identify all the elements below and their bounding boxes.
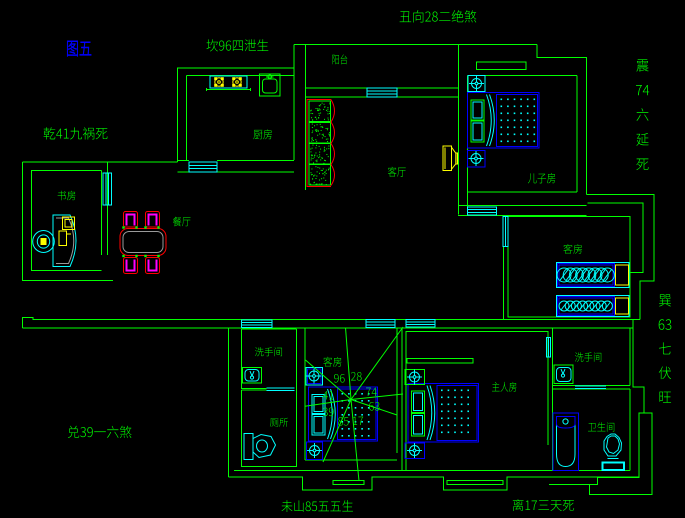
master-bed (407, 383, 479, 443)
door-threshold-bath (575, 385, 606, 389)
master-bed-lamp-top (404, 369, 425, 385)
fengshui-east-upper (636, 59, 650, 171)
figure-number (66, 40, 92, 57)
walls-east-channel (586, 194, 655, 320)
room-sons (527, 172, 556, 184)
guest-bed-lamp-bottom (306, 441, 323, 460)
fengshui-southeast (512, 499, 575, 511)
study-chair (32, 230, 55, 253)
window-corridor-a (241, 319, 273, 328)
room-bathroom (588, 422, 615, 432)
fengshui-west (43, 127, 108, 140)
room-master (492, 381, 517, 392)
walls-corridor (22, 317, 640, 329)
door-threshold-toilet (266, 387, 295, 391)
room-kitchen (253, 129, 272, 140)
compass-num-96 (334, 373, 345, 383)
room-living (387, 166, 406, 177)
sons-bed-lamp-bottom (467, 150, 486, 168)
bathtub (552, 412, 579, 471)
compass-num-28 (350, 371, 362, 381)
room-guest-center (323, 356, 342, 367)
room-study (57, 190, 76, 201)
window-kitchen-door (188, 161, 218, 173)
dining-set (119, 211, 167, 274)
room-washroom-left (254, 347, 283, 357)
porch-steps (332, 480, 504, 485)
sons-bed-lamp-top (467, 75, 486, 92)
tv (442, 145, 458, 172)
compass-num-74 (366, 387, 377, 396)
window-sons-room (467, 206, 497, 216)
window-corridor-b (365, 319, 396, 328)
bunk-bed-1 (556, 262, 630, 288)
room-guest-east (563, 244, 583, 254)
fengshui-northeast (399, 10, 477, 23)
room-balcony (332, 54, 348, 65)
washbasin-left (242, 367, 262, 384)
window-guest-east (502, 216, 509, 247)
plant-row (306, 99, 335, 187)
sons-bed (467, 92, 540, 149)
fengshui-north (206, 39, 269, 52)
washbasin-right (553, 364, 574, 384)
window-balcony (366, 87, 398, 98)
window-master-east (546, 337, 551, 358)
walls-study (22, 161, 178, 281)
window-corridor-c (405, 319, 436, 328)
window-study (102, 172, 112, 206)
fengshui-east-lower (658, 294, 672, 403)
compass-num-85 (337, 417, 349, 426)
compass-num-39 (322, 407, 334, 417)
room-toilet (269, 417, 289, 427)
compass-lines (304, 326, 404, 482)
study-computer (58, 216, 75, 246)
bunk-bed-2 (556, 295, 630, 317)
study-desk (52, 214, 77, 267)
toilet-right (601, 433, 625, 471)
master-bed-lamp-bottom (404, 442, 425, 459)
kitchen-sink (259, 73, 281, 97)
fengshui-southwest (67, 425, 132, 439)
fengshui-south (281, 500, 353, 512)
compass-num-17 (353, 416, 364, 425)
room-washroom-right (574, 352, 602, 362)
compass-num-41 (322, 391, 334, 400)
compass-num-63 (369, 401, 380, 411)
stove (206, 75, 251, 91)
room-dining (172, 216, 191, 227)
toilet-left (243, 433, 277, 460)
